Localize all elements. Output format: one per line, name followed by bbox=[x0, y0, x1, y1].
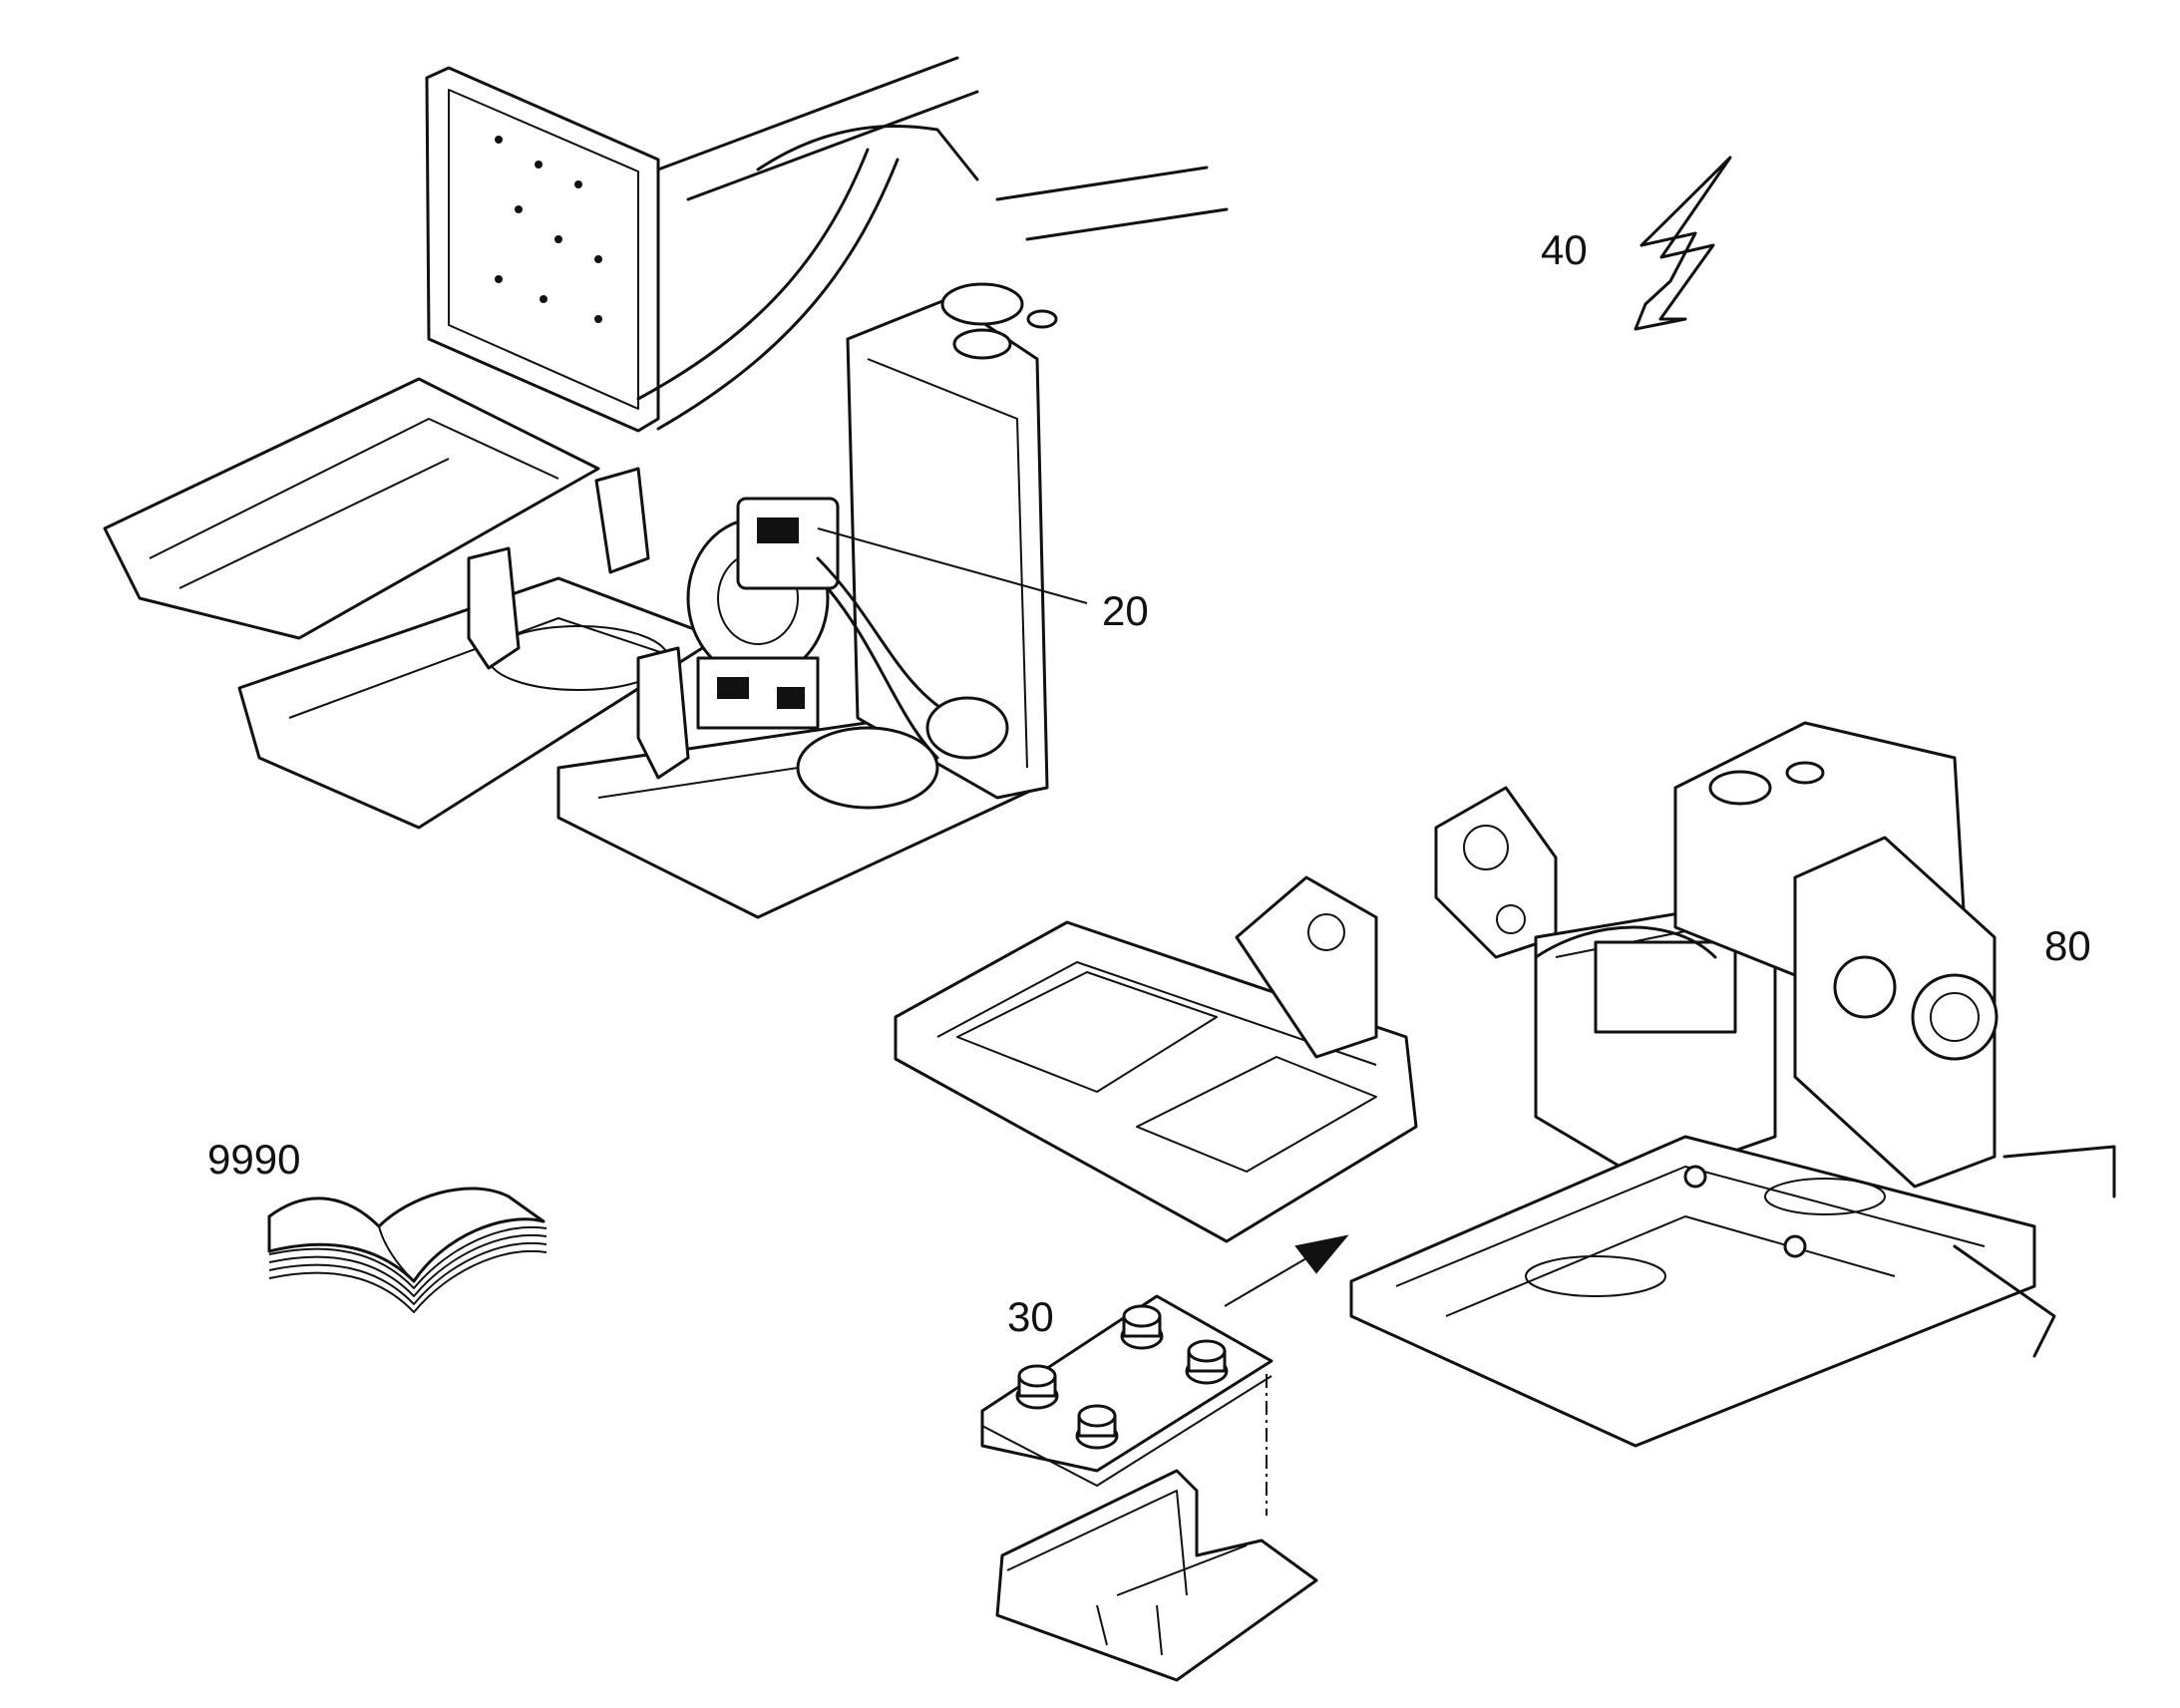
service-panel bbox=[425, 66, 660, 433]
panel-holes bbox=[495, 136, 602, 323]
rubber-mounts bbox=[1015, 1304, 1229, 1450]
fan-shroud bbox=[1911, 973, 1998, 1061]
upper-frame-assembly bbox=[103, 56, 1229, 919]
mount-plate-assembly bbox=[980, 1294, 1318, 1682]
mount-left bbox=[467, 546, 521, 670]
lightning-bolt-icon bbox=[1634, 156, 1732, 331]
callout-40: 40 bbox=[1541, 226, 1588, 273]
upper-floor-frame bbox=[103, 377, 600, 640]
assembly-arrow bbox=[1224, 1234, 1349, 1307]
pivot-plate-right bbox=[1434, 786, 1558, 959]
pump-assembly bbox=[686, 497, 1009, 810]
mount-right bbox=[636, 646, 690, 780]
mount-bracket bbox=[995, 1469, 1318, 1682]
callout-80: 80 bbox=[2044, 922, 2091, 969]
callout-30: 30 bbox=[1007, 1293, 1054, 1340]
tank-filler bbox=[940, 282, 1024, 326]
open-book-icon bbox=[267, 1187, 547, 1313]
rear-side-plate bbox=[1793, 836, 1997, 1189]
lower-frame-assembly bbox=[894, 721, 2116, 1448]
callout-9990: 9990 bbox=[207, 1136, 301, 1183]
callout-20: 20 bbox=[1102, 587, 1149, 634]
leader-20 bbox=[817, 527, 1088, 604]
